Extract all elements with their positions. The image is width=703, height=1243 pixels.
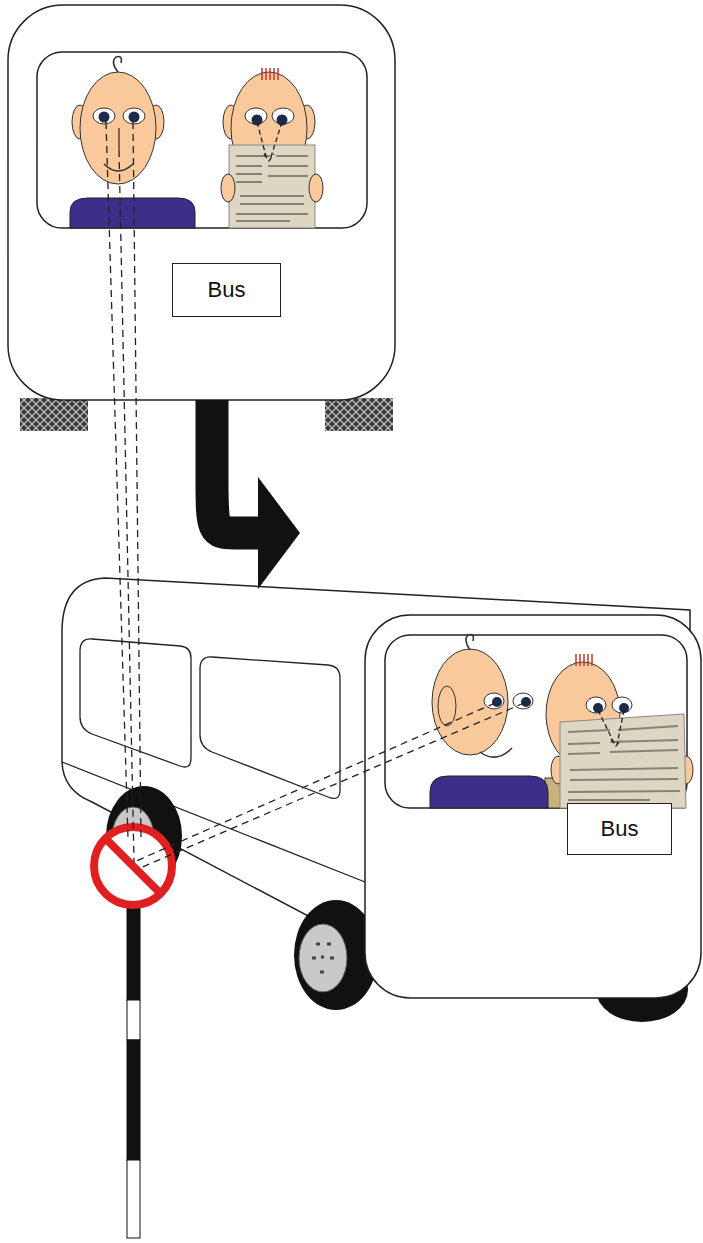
eye: [586, 697, 606, 713]
newsprint: [568, 726, 680, 800]
pupil: [129, 112, 140, 123]
pupil: [593, 703, 603, 713]
rim-bolt: [312, 944, 334, 972]
pupil: [521, 697, 531, 707]
ear: [438, 686, 456, 726]
bus-node: Bus: [8, 5, 396, 400]
bus-node: Bus: [58, 533, 703, 1000]
sight-line: [134, 703, 524, 868]
tire: [20, 398, 88, 431]
hair-curl: [466, 635, 474, 650]
side-window: [200, 657, 340, 799]
hand: [309, 174, 323, 202]
pole-stripe: [127, 1040, 140, 1160]
nose: [118, 128, 119, 150]
pupil: [99, 112, 110, 123]
sight-line: [106, 122, 141, 862]
smile: [480, 748, 512, 757]
pole-stripe: [127, 1000, 140, 1040]
bus-label: Bus: [567, 803, 672, 855]
head: [80, 72, 156, 184]
arrow-head: [258, 477, 300, 589]
eye: [513, 693, 533, 709]
newsprint: [236, 156, 308, 221]
bus-body: [8, 5, 395, 400]
bus-label: Bus: [172, 263, 281, 317]
shirt: [70, 198, 195, 228]
bus-front: [365, 615, 701, 998]
pupil: [492, 697, 502, 707]
eye: [93, 108, 115, 124]
red-hair: [262, 68, 278, 80]
bus-window: [37, 52, 367, 228]
sign-slash: [106, 839, 160, 893]
pole-stripe: [127, 903, 140, 1000]
eye: [612, 697, 632, 713]
red-hair: [576, 654, 592, 666]
newspaper: [560, 714, 686, 808]
tire: [325, 398, 393, 431]
arrow-shaft: [212, 400, 262, 533]
bus-window: [385, 635, 687, 808]
hand: [221, 174, 235, 202]
side-window: [80, 639, 191, 767]
eye: [484, 693, 504, 709]
transition-arrow: [212, 400, 300, 589]
gaze-line: [257, 122, 282, 161]
pole-stripe: [127, 1160, 140, 1238]
eye: [123, 108, 145, 124]
smile: [104, 164, 133, 171]
head: [432, 649, 508, 755]
shirt: [430, 776, 548, 808]
gaze-line: [598, 710, 624, 746]
rim: [299, 924, 347, 992]
newspaper: [229, 145, 315, 228]
hair-curl: [113, 57, 121, 72]
